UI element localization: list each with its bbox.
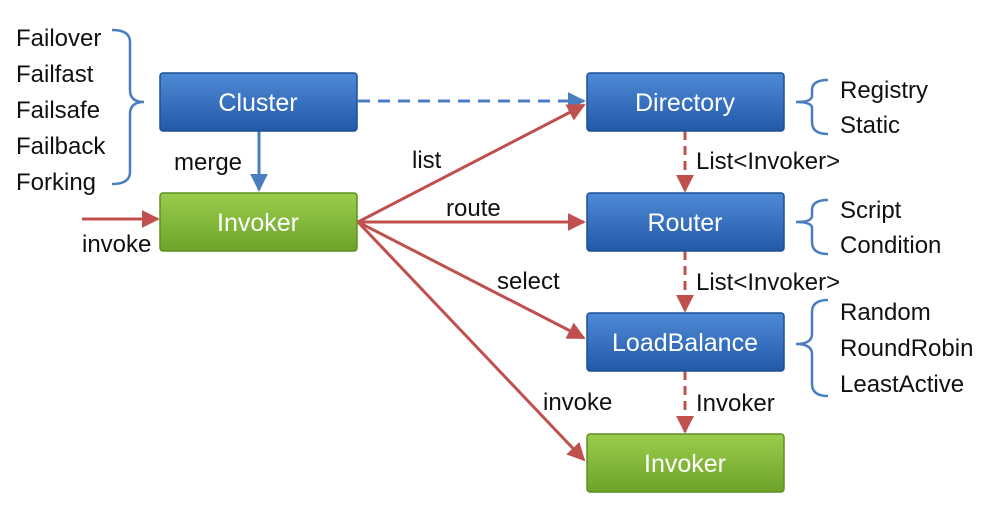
router-type-item: Condition — [840, 232, 941, 259]
loadbalance-type-item: LeastActive — [840, 371, 964, 398]
cluster-type-item: Failover — [16, 25, 101, 52]
router-node[interactable]: Router — [586, 192, 785, 252]
cluster-type-item: Failfast — [16, 61, 94, 88]
cluster-types-bracket — [111, 28, 145, 186]
directory-type-item: Registry — [840, 77, 928, 104]
directory-types-list: Registry Static — [840, 77, 928, 139]
cluster-node-label: Cluster — [218, 89, 297, 117]
loadbalance-type-item: Random — [840, 299, 931, 326]
cluster-type-item: Failsafe — [16, 97, 100, 124]
directory-node-label: Directory — [635, 89, 736, 117]
invoker-main-node-label: Invoker — [217, 209, 299, 237]
merge-label: merge — [174, 149, 242, 176]
directory-router-label: List<Invoker> — [696, 148, 840, 175]
invoker-to-directory-edge — [357, 103, 586, 224]
invoker-to-loadbalance-edge — [357, 220, 586, 340]
route-label: route — [446, 195, 501, 222]
loadbalance-invoker-label: Invoker — [696, 390, 775, 417]
router-loadbalance-label: List<Invoker> — [696, 269, 840, 296]
directory-node[interactable]: Directory — [586, 72, 785, 132]
list-label: list — [412, 147, 442, 174]
invoke-out-label: invoke — [543, 389, 612, 416]
invoker-main-node[interactable]: Invoker — [159, 192, 358, 252]
router-type-item: Script — [840, 197, 902, 224]
cluster-type-item: Failback — [16, 133, 106, 160]
invoker-result-node-label: Invoker — [644, 450, 726, 478]
router-types-list: Script Condition — [840, 197, 941, 259]
cluster-type-item: Forking — [16, 169, 96, 196]
directory-types-bracket — [795, 78, 829, 136]
select-label: select — [497, 268, 560, 295]
loadbalance-type-item: RoundRobin — [840, 335, 973, 362]
loadbalance-node-label: LoadBalance — [612, 329, 758, 357]
incoming-invoke-label: invoke — [82, 231, 151, 258]
loadbalance-types-bracket — [795, 298, 829, 398]
cluster-node[interactable]: Cluster — [159, 72, 358, 132]
invoker-to-invoker-edge — [356, 220, 586, 462]
loadbalance-node[interactable]: LoadBalance — [586, 312, 785, 372]
router-node-label: Router — [647, 209, 722, 237]
router-types-bracket — [795, 198, 829, 256]
cluster-types-list: Failover Failfast Failsafe Failback Fork… — [16, 25, 106, 196]
invoker-result-node[interactable]: Invoker — [586, 433, 785, 493]
loadbalance-types-list: Random RoundRobin LeastActive — [840, 299, 973, 398]
directory-type-item: Static — [840, 112, 900, 139]
